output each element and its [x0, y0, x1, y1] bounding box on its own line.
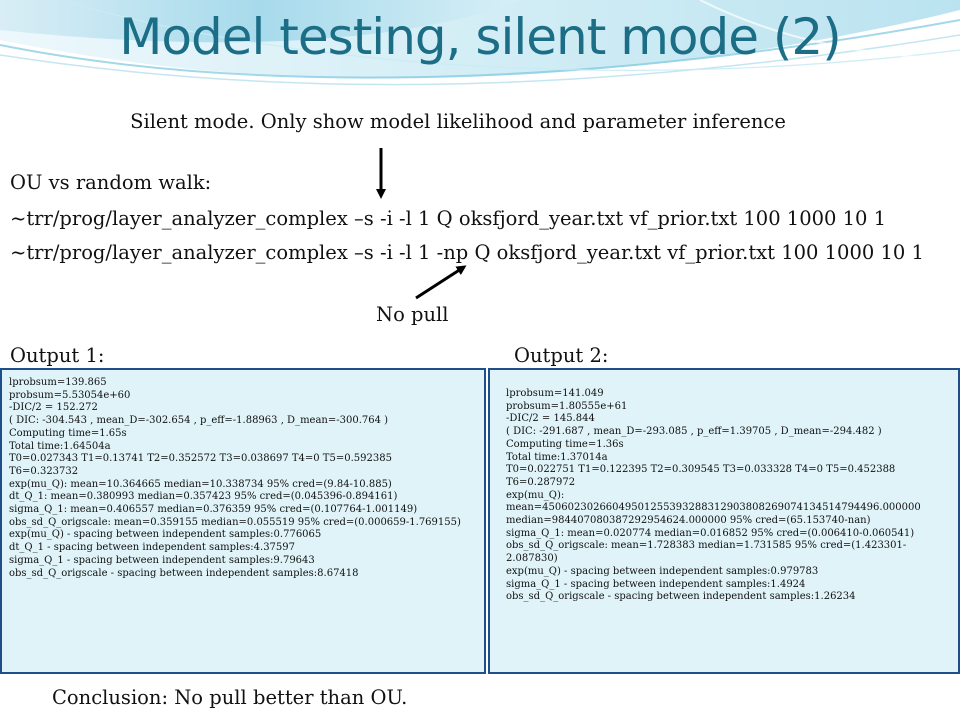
- output-line: dt_Q_1 - spacing between independent sam…: [9, 542, 296, 554]
- output-line: exp(mu_Q): mean=10.364665 median=10.3387…: [9, 478, 392, 490]
- output-1-label: Output 1:: [10, 344, 105, 367]
- output-line: dt_Q_1: mean=0.380993 median=0.357423 95…: [9, 491, 398, 503]
- output-1-box: lprobsum=139.865 probsum=5.53054e+60 -DI…: [0, 368, 486, 674]
- conclusion-text: Conclusion: No pull better than OU.: [52, 686, 408, 709]
- output-line: T0=0.027343 T1=0.13741 T2=0.352572 T3=0.…: [9, 453, 392, 465]
- output-line: exp(mu_Q) - spacing between independent …: [9, 529, 322, 541]
- command-line-1: ~trr/prog/layer_analyzer_complex –s -i -…: [10, 207, 887, 230]
- output-line: T6=0.287972: [506, 476, 576, 488]
- output-line: Computing time=1.36s: [506, 438, 624, 450]
- output-line: obs_sd_Q_origscale - spacing between ind…: [9, 567, 359, 579]
- output-line: ( DIC: -291.687 , mean_D=-293.085 , p_ef…: [506, 426, 882, 438]
- output-line: T0=0.022751 T1=0.122395 T2=0.309545 T3=0…: [506, 464, 896, 476]
- output-line: lprobsum=139.865: [9, 377, 107, 388]
- output-line: median=984407080387292954624.000000 95% …: [506, 515, 871, 527]
- output-line: T6=0.323732: [9, 465, 79, 477]
- diagonal-arrow: [415, 265, 467, 300]
- output-line: sigma_Q_1: mean=0.406557 median=0.376359…: [9, 504, 418, 516]
- output-line: probsum=1.80555e+61: [506, 400, 628, 412]
- commands-heading: OU vs random walk:: [10, 171, 212, 194]
- output-line: -DIC/2 = 152.272: [9, 402, 98, 414]
- slide-subtitle: Silent mode. Only show model likelihood …: [130, 110, 786, 133]
- output-line: ( DIC: -304.543 , mean_D=-302.654 , p_ef…: [9, 415, 389, 427]
- slide-title: Model testing, silent mode (2): [119, 8, 841, 66]
- output-line: obs_sd_Q_origscale: mean=0.359155 median…: [9, 516, 461, 528]
- output-line: obs_sd_Q_origscale: mean=1.728383 median…: [506, 540, 907, 565]
- output-line: mean=45060230266049501255393288312903808…: [506, 502, 921, 514]
- output-line: sigma_Q_1 - spacing between independent …: [506, 578, 806, 590]
- output-2-label: Output 2:: [514, 344, 609, 367]
- output-line: -DIC/2 = 145.844: [506, 413, 595, 425]
- output-line: obs_sd_Q_origscale - spacing between ind…: [506, 591, 856, 603]
- output-2-box: lprobsum=141.049 probsum=1.80555e+61 -DI…: [488, 368, 960, 674]
- output-line: exp(mu_Q) - spacing between independent …: [506, 565, 819, 577]
- output-line: Total time:1.37014a: [506, 451, 608, 463]
- no-pull-label: No pull: [376, 303, 449, 326]
- output-line: sigma_Q_1 - spacing between independent …: [9, 554, 315, 566]
- output-line: sigma_Q_1: mean=0.020774 median=0.016852…: [506, 527, 915, 539]
- output-line: Total time:1.64504a: [9, 440, 111, 452]
- output-line: probsum=5.53054e+60: [9, 389, 131, 401]
- header-swoosh-decoration: [0, 0, 960, 86]
- output-line: Computing time=1.65s: [9, 427, 127, 439]
- output-line: lprobsum=141.049: [506, 388, 604, 399]
- output-line: exp(mu_Q):: [506, 489, 565, 501]
- command-line-2: ~trr/prog/layer_analyzer_complex –s -i -…: [10, 241, 924, 264]
